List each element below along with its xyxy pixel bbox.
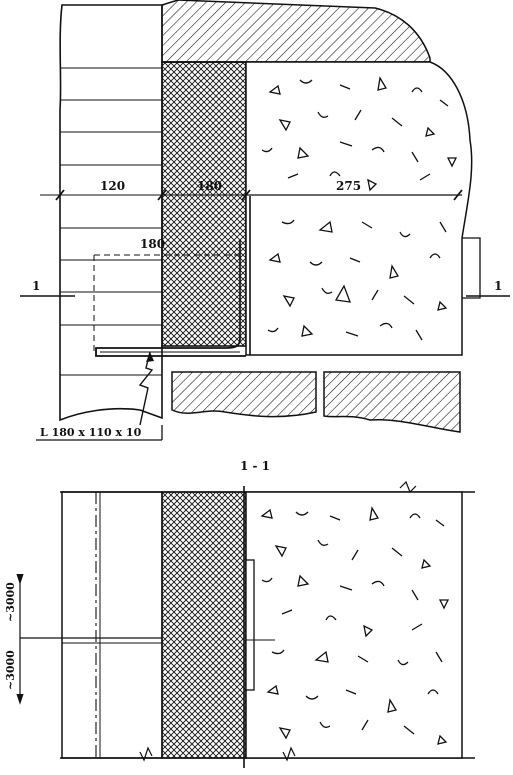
rubble-speckle-section — [260, 506, 450, 745]
rubble-speckle — [261, 76, 458, 341]
height-lower-label: ~3000 — [4, 650, 17, 690]
top-hatched-slab — [161, 0, 431, 63]
height-upper-label: ~3000 — [4, 582, 17, 622]
section-marker-left: 1 — [32, 279, 40, 293]
cross-hatched-column-section — [161, 491, 247, 759]
cross-hatched-column — [161, 61, 247, 347]
rubble-concrete-upper — [245, 61, 473, 356]
angle-callout-label: L 180 x 110 x 10 — [40, 426, 142, 439]
section-marker-right: 1 — [494, 279, 502, 293]
lower-hatched-slab-left — [171, 371, 317, 418]
dim-275: 275 — [336, 179, 361, 193]
callout-leader — [138, 351, 154, 426]
brick-courses — [60, 67, 162, 376]
dim-180-side: 180 — [140, 237, 165, 251]
steel-angle — [95, 337, 246, 357]
section-view: 1 - 1 — [4, 459, 475, 768]
brick-wall-section — [61, 491, 163, 759]
lower-hatched-slab-right — [323, 371, 461, 433]
dim-180-top: 180 — [197, 179, 222, 193]
rubble-concrete-section — [245, 491, 463, 759]
brick-wall-outline — [59, 4, 163, 422]
hidden-lines — [93, 254, 240, 352]
dim-120: 120 — [100, 179, 125, 193]
section-title: 1 - 1 — [240, 459, 270, 473]
plan-view: 120 180 275 180 1 1 L 180 x 110 x 10 — [20, 0, 510, 441]
